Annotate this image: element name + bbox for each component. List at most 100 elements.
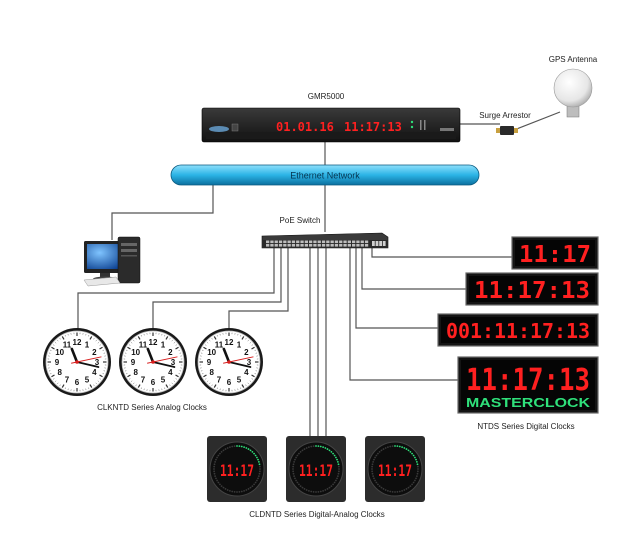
ethernet-port-icon xyxy=(334,240,339,244)
ethernet-port-icon xyxy=(266,244,270,247)
cldntd-clock-2-display: 11:17 xyxy=(299,461,333,480)
clock-numeral: 3 xyxy=(95,358,100,367)
clock-numeral: 6 xyxy=(75,378,80,387)
ntds-clock-3: 001:11:17:13 xyxy=(437,313,599,347)
ethernet-port-icon xyxy=(326,244,330,247)
ntds-clock-1: 11:17 xyxy=(511,236,599,270)
brand-logo xyxy=(209,126,229,132)
clock-numeral: 5 xyxy=(85,375,90,384)
clock-numeral: 11 xyxy=(63,341,72,350)
cldntd-clock-1: 11:17 xyxy=(207,436,267,502)
ntds-label: NTDS Series Digital Clocks xyxy=(477,422,574,431)
ethernet-port-icon xyxy=(343,244,347,247)
ethernet-port-icon xyxy=(266,240,270,244)
ethernet-port-icon xyxy=(347,244,351,247)
ethernet-port-icon xyxy=(334,244,339,247)
cldntd-clock-3: 11:17 xyxy=(365,436,425,502)
uplink-port-icon xyxy=(372,241,375,246)
ethernet-port-icon xyxy=(274,240,278,244)
gmr-date-display: 01.01.16 xyxy=(276,120,334,134)
ethernet-port-icon xyxy=(364,240,369,244)
ntds-clock-4: 11:17:13 MASTERCLOCK xyxy=(457,356,599,414)
clock-numeral: 7 xyxy=(141,375,146,384)
usb-port-icon xyxy=(231,123,239,132)
ethernet-port-icon xyxy=(313,240,317,244)
uplink-port-icon xyxy=(379,241,382,246)
cldntd-clock-2: 11:17 xyxy=(286,436,346,502)
surge-label: Surge Arrestor xyxy=(479,111,531,120)
clock-numeral: 1 xyxy=(85,341,90,350)
clock-numeral: 10 xyxy=(207,348,216,357)
poe-label: PoE Switch xyxy=(280,216,321,225)
clock-numeral: 12 xyxy=(73,338,82,347)
tower-icon xyxy=(117,236,141,284)
clock-numeral: 6 xyxy=(227,378,232,387)
ethernet-port-icon xyxy=(296,240,300,244)
ntds-clock-4-display: 11:17:13 xyxy=(466,363,590,398)
ethernet-port-icon xyxy=(317,244,321,247)
clock-numeral: 12 xyxy=(225,338,234,347)
ethernet-port-icon xyxy=(339,244,343,247)
ethernet-label: Ethernet Network xyxy=(290,171,360,181)
ethernet-port-icon xyxy=(317,240,321,244)
clock-numeral: 12 xyxy=(149,338,158,347)
ethernet-port-icon xyxy=(330,240,334,244)
ethernet-port-icon xyxy=(300,240,304,244)
ethernet-port-icon xyxy=(326,240,330,244)
minute-hand xyxy=(228,361,252,368)
clock-numeral: 2 xyxy=(244,348,249,357)
clock-numeral: 8 xyxy=(209,368,214,377)
gps-antenna: GPS Antenna xyxy=(549,55,598,118)
clock-numeral: 7 xyxy=(65,375,70,384)
clock-numeral: 2 xyxy=(92,348,97,357)
ethernet-port-icon xyxy=(352,244,356,247)
ntds-clock-3-display: 001:11:17:13 xyxy=(446,319,590,343)
status-led-icon xyxy=(410,120,414,124)
cldntd-label: CLDNTD Series Digital-Analog Clocks xyxy=(249,510,385,519)
clock-numeral: 1 xyxy=(161,341,166,350)
clock-numeral: 9 xyxy=(55,358,60,367)
hour-hand xyxy=(222,347,231,364)
clock-numeral: 9 xyxy=(131,358,136,367)
status-led-icon xyxy=(410,125,414,129)
clock-numeral: 8 xyxy=(133,368,138,377)
ntds-clock-2-display: 11:17:13 xyxy=(474,278,590,304)
gmr5000-unit: GMR5000 01.01.16 11:17:13 xyxy=(201,92,461,143)
clock-numeral: 2 xyxy=(168,348,173,357)
gps-label: GPS Antenna xyxy=(549,55,598,64)
ethernet-port-icon xyxy=(283,240,287,244)
clock-numeral: 9 xyxy=(207,358,212,367)
clock-numeral: 11 xyxy=(215,341,224,350)
switch-ports xyxy=(266,240,386,247)
surge-arrestor: Surge Arrestor xyxy=(479,111,531,135)
clock-numeral: 6 xyxy=(151,378,156,387)
clock-numeral: 10 xyxy=(55,348,64,357)
ethernet-port-icon xyxy=(304,240,308,244)
ethernet-network: Ethernet Network xyxy=(170,164,480,186)
cldntd-clock-3-display: 11:17 xyxy=(378,461,412,480)
led-ring-icon xyxy=(371,445,419,493)
clock-numeral: 3 xyxy=(171,358,176,367)
hour-hand xyxy=(146,347,155,364)
surge-arrestor-icon xyxy=(500,126,514,135)
ethernet-port-icon xyxy=(291,244,296,247)
ethernet-port-icon xyxy=(274,244,278,247)
clock-numeral: 10 xyxy=(131,348,140,357)
ntds-clock-1-display: 11:17 xyxy=(519,242,591,268)
ntds-clock-2: 11:17:13 xyxy=(465,272,599,306)
ntds-clock-4-text: MASTERCLOCK xyxy=(466,395,591,410)
clock-numeral: 3 xyxy=(247,358,252,367)
ethernet-port-icon xyxy=(343,240,347,244)
workstation-computer xyxy=(83,236,141,287)
clock-numeral: 4 xyxy=(244,368,249,377)
ethernet-port-icon xyxy=(304,244,308,247)
ethernet-port-icon xyxy=(330,244,334,247)
ethernet-port-icon xyxy=(360,240,364,244)
ethernet-port-icon xyxy=(321,244,326,247)
clock-numeral: 5 xyxy=(161,375,166,384)
gps-dome-icon xyxy=(553,68,593,108)
cldntd-clock-1-display: 11:17 xyxy=(220,461,254,480)
